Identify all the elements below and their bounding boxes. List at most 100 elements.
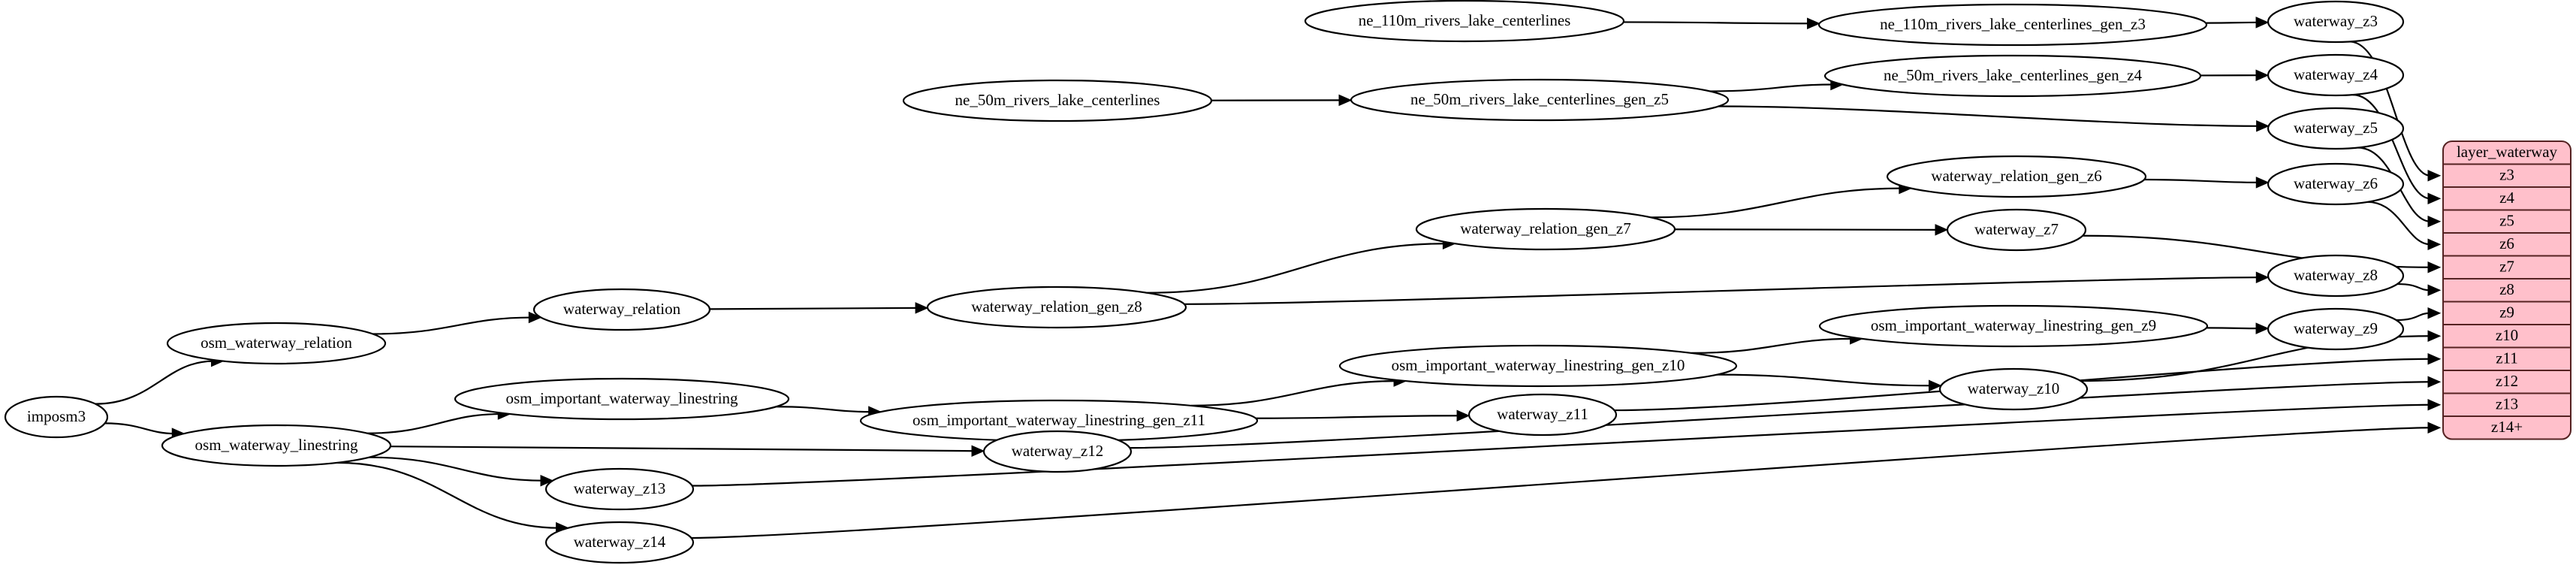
node-ellipse[interactable]	[902, 79, 1213, 122]
node-ellipse[interactable]	[982, 430, 1133, 473]
graph-edge	[1718, 105, 2259, 127]
graph-edge	[2397, 282, 2431, 292]
graph-node-osm_waterway_relation[interactable]: osm_waterway_relation	[166, 322, 387, 365]
node-label: waterway_z5	[2294, 119, 2378, 137]
node-ellipse[interactable]	[532, 288, 711, 331]
node-ellipse[interactable]	[1938, 367, 2089, 411]
graph-edge	[1674, 228, 1938, 231]
node-ellipse[interactable]	[161, 424, 392, 467]
node-label: waterway_z13	[574, 479, 665, 497]
graph-edge	[2352, 94, 2431, 200]
graph-edge	[2367, 201, 2431, 246]
node-label: ne_110m_rivers_lake_centerlines	[1359, 11, 1571, 29]
node-ellipse[interactable]	[1338, 344, 1738, 388]
node-ellipse[interactable]	[1886, 155, 2147, 198]
graph-edge	[1691, 337, 1853, 354]
node-ellipse[interactable]	[2267, 254, 2405, 298]
nodes-layer: imposm3 osm_waterway_relation osm_waterway…	[4, 0, 2405, 564]
graph-node-waterway_relation_gen_z8[interactable]: waterway_relation_gen_z8	[926, 286, 1187, 329]
node-ellipse[interactable]	[2267, 162, 2405, 206]
table-row-label: z11	[2496, 349, 2518, 367]
graph-node-ne_110m_rivers_lake_centerlines[interactable]: ne_110m_rivers_lake_centerlines	[1304, 0, 1625, 43]
node-label: waterway_z14	[574, 533, 666, 551]
node-ellipse[interactable]	[926, 286, 1187, 329]
node-ellipse[interactable]	[1823, 54, 2202, 98]
node-ellipse[interactable]	[1817, 3, 2208, 47]
graph-node-waterway_relation[interactable]: waterway_relation	[532, 288, 711, 331]
node-ellipse[interactable]	[544, 467, 695, 511]
graph-node-waterway_z9[interactable]: waterway_z9	[2267, 307, 2405, 351]
graph-node-waterway_z5[interactable]: waterway_z5	[2267, 107, 2405, 150]
graph-node-ne_50m_rivers_lake_centerlines[interactable]: ne_50m_rivers_lake_centerlines	[902, 79, 1213, 122]
node-ellipse[interactable]	[1415, 207, 1676, 251]
graph-node-waterway_z14[interactable]: waterway_z14	[544, 521, 695, 564]
graph-node-osm_important_waterway_linestring_gen_z10[interactable]: osm_important_waterway_linestring_gen_z1…	[1338, 344, 1738, 388]
graph-node-ne_50m_rivers_lake_centerlines_gen_z4[interactable]: ne_50m_rivers_lake_centerlines_gen_z4	[1823, 54, 2202, 98]
graph-edge	[1256, 415, 1460, 419]
graph-node-waterway_z8[interactable]: waterway_z8	[2267, 254, 2405, 298]
node-ellipse[interactable]	[1350, 78, 1730, 122]
graph-node-waterway_z7[interactable]: waterway_z7	[1946, 208, 2087, 252]
graph-node-waterway_relation_gen_z6[interactable]: waterway_relation_gen_z6	[1886, 155, 2147, 198]
table-row-z11[interactable]	[2443, 346, 2571, 371]
graph-edge	[390, 446, 975, 452]
node-ellipse[interactable]	[4, 395, 109, 439]
edge-arrowhead	[2255, 322, 2270, 334]
node-ellipse[interactable]	[1467, 393, 1618, 437]
table-row-z7[interactable]	[2443, 255, 2571, 279]
node-ellipse[interactable]	[2267, 53, 2405, 97]
node-ellipse[interactable]	[1304, 0, 1625, 43]
graph-node-waterway_z6[interactable]: waterway_z6	[2267, 162, 2405, 206]
graph-node-waterway_z13[interactable]: waterway_z13	[544, 467, 695, 511]
node-ellipse[interactable]	[2267, 107, 2405, 150]
graph-node-waterway_z12[interactable]: waterway_z12	[982, 430, 1133, 473]
edge-arrowhead	[2427, 169, 2442, 182]
edge-arrowhead	[528, 311, 542, 324]
graph-edge	[373, 316, 532, 335]
node-ellipse[interactable]	[544, 521, 695, 564]
table-row-z3[interactable]	[2443, 163, 2571, 188]
graph-node-osm_important_waterway_linestring_gen_z9[interactable]: osm_important_waterway_linestring_gen_z9	[1818, 304, 2209, 348]
table-header-label: layer_waterway	[2457, 143, 2558, 161]
graph-node-waterway_z3[interactable]: waterway_z3	[2267, 0, 2405, 44]
graph-edge	[709, 307, 918, 310]
graph-node-imposm3[interactable]: imposm3	[4, 395, 109, 439]
graph-edge	[1709, 83, 1833, 92]
graph-node-waterway_relation_gen_z7[interactable]: waterway_relation_gen_z7	[1415, 207, 1676, 251]
edge-arrowhead	[2427, 307, 2442, 319]
table-row-z14+[interactable]	[2443, 415, 2571, 440]
node-label: waterway_z12	[1012, 442, 1103, 460]
node-ellipse[interactable]	[1946, 208, 2087, 252]
graph-edge	[1651, 187, 1902, 219]
graph-edge	[104, 422, 175, 435]
graph-edge	[1717, 373, 1932, 387]
edge-arrowhead	[2427, 398, 2442, 411]
node-label: waterway_z11	[1497, 405, 1588, 423]
graph-node-osm_waterway_linestring[interactable]: osm_waterway_linestring	[161, 424, 392, 467]
graph-node-osm_important_waterway_linestring_gen_z11[interactable]: osm_important_waterway_linestring_gen_z1…	[859, 399, 1259, 443]
edge-arrowhead	[1456, 409, 1470, 421]
edge-arrowhead	[2255, 69, 2270, 81]
node-label: osm_waterway_relation	[201, 334, 352, 352]
table-row-label: z14+	[2491, 418, 2523, 436]
graph-node-osm_important_waterway_linestring[interactable]: osm_important_waterway_linestring	[454, 377, 790, 421]
node-label: osm_important_waterway_linestring_gen_z9	[1871, 316, 2156, 334]
table-row-z4[interactable]	[2443, 186, 2571, 211]
node-ellipse[interactable]	[1818, 304, 2209, 348]
edge-arrowhead	[2427, 376, 2442, 388]
node-ellipse[interactable]	[2267, 0, 2405, 44]
graph-node-waterway_z10[interactable]: waterway_z10	[1938, 367, 2089, 411]
graph-node-ne_50m_rivers_lake_centerlines_gen_z5[interactable]: ne_50m_rivers_lake_centerlines_gen_z5	[1350, 78, 1730, 122]
table-row-label: z7	[2499, 258, 2514, 276]
graph-node-ne_110m_rivers_lake_centerlines_gen_z3[interactable]: ne_110m_rivers_lake_centerlines_gen_z3	[1817, 3, 2208, 47]
node-label: osm_important_waterway_linestring	[505, 389, 738, 407]
node-ellipse[interactable]	[2267, 307, 2405, 351]
table-row-label: z13	[2496, 395, 2518, 413]
node-ellipse[interactable]	[166, 322, 387, 365]
graph-node-waterway_z4[interactable]: waterway_z4	[2267, 53, 2405, 97]
edge-arrowhead	[540, 474, 554, 487]
node-ellipse[interactable]	[454, 377, 790, 421]
graph-node-waterway_z11[interactable]: waterway_z11	[1467, 393, 1618, 437]
